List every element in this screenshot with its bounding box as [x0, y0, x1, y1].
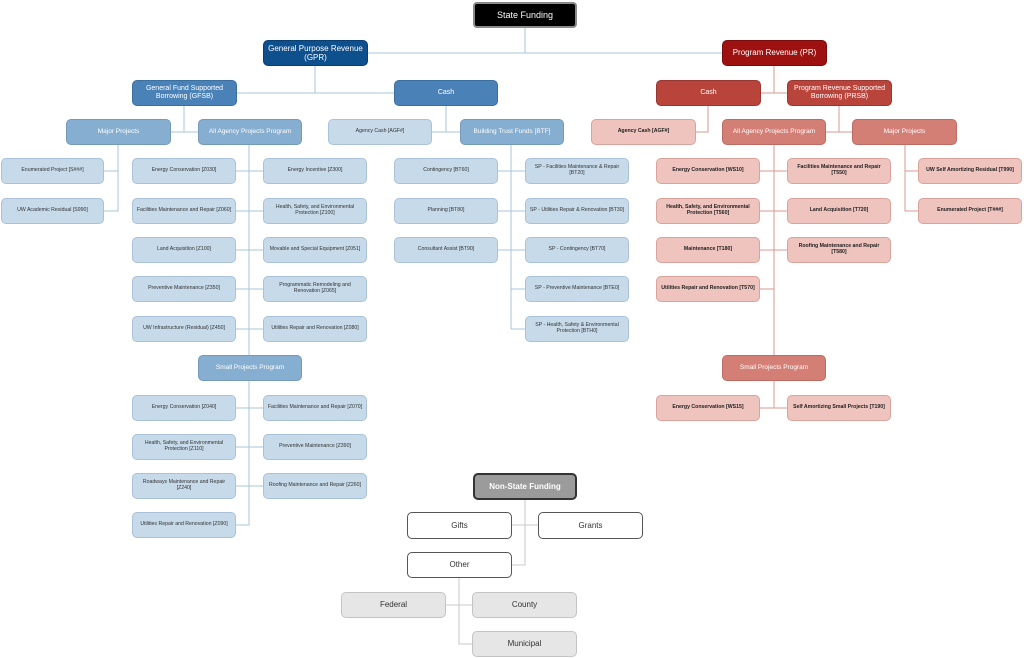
pr-agency-cash-node[interactable]: Agency Cash [AGF#]: [591, 119, 696, 145]
btf-item[interactable]: SP - Contingency [BT70]: [525, 237, 629, 263]
gpr-major-projects-node[interactable]: Major Projects: [66, 119, 171, 145]
gpr-cash-node[interactable]: Cash: [394, 80, 498, 106]
pr-node[interactable]: Program Revenue (PR): [722, 40, 827, 66]
pr-small-item[interactable]: Self Amortizing Small Projects [T190]: [787, 395, 891, 421]
gpr-all-agency-item[interactable]: Utilities Repair and Renovation [Z080]: [263, 316, 367, 342]
other-node[interactable]: Other: [407, 552, 512, 578]
pr-small-item[interactable]: Energy Conservation [WS15]: [656, 395, 760, 421]
pr-small-projects-node[interactable]: Small Projects Program: [722, 355, 826, 381]
gpr-all-agency-item[interactable]: Facilities Maintenance and Repair [Z060]: [132, 198, 236, 224]
grants-node[interactable]: Grants: [538, 512, 643, 539]
gpr-all-agency-item[interactable]: Programmatic Remodeling and Renovation […: [263, 276, 367, 302]
btf-item[interactable]: SP - Utilities Repair & Renovation [BT30…: [525, 198, 629, 224]
btf-item[interactable]: Contingency [BT60]: [394, 158, 498, 184]
pr-major-item[interactable]: Enumerated Project [T###]: [918, 198, 1022, 224]
btf-item[interactable]: SP - Health, Safety & Environmental Prot…: [525, 316, 629, 342]
btf-item[interactable]: SP - Preventive Maintenance [BTE0]: [525, 276, 629, 302]
gpr-small-item[interactable]: Health, Safety, and Environmental Protec…: [132, 434, 236, 460]
gpr-all-agency-item[interactable]: Energy Conservation [Z030]: [132, 158, 236, 184]
pr-all-agency-item[interactable]: Utilities Repair and Renovation [T570]: [656, 276, 760, 302]
pr-all-agency-item[interactable]: Energy Conservation [WS10]: [656, 158, 760, 184]
county-node[interactable]: County: [472, 592, 577, 618]
gpr-small-item[interactable]: Preventive Maintenance [Z390]: [263, 434, 367, 460]
gpr-small-item[interactable]: Roadways Maintenance and Repair [Z240]: [132, 473, 236, 499]
gpr-small-projects-node[interactable]: Small Projects Program: [198, 355, 302, 381]
pr-major-item[interactable]: UW Self Amortizing Residual [T990]: [918, 158, 1022, 184]
pr-all-agency-item[interactable]: Health, Safety, and Environmental Protec…: [656, 198, 760, 224]
pr-all-agency-node[interactable]: All Agency Projects Program: [722, 119, 826, 145]
prsb-node[interactable]: Program Revenue Supported Borrowing (PRS…: [787, 80, 892, 106]
gfsb-node[interactable]: General Fund Supported Borrowing (GFSB): [132, 80, 237, 106]
gpr-all-agency-item[interactable]: Preventive Maintenance [Z350]: [132, 276, 236, 302]
pr-cash-node[interactable]: Cash: [656, 80, 761, 106]
gpr-small-item[interactable]: Facilities Maintenance and Repair [Z070]: [263, 395, 367, 421]
gpr-agency-cash-node[interactable]: Agency Cash [AGF#]: [328, 119, 432, 145]
gpr-small-item[interactable]: Energy Conservation [Z040]: [132, 395, 236, 421]
gpr-major-item[interactable]: UW Academic Residual [S990]: [1, 198, 104, 224]
gpr-small-item[interactable]: Roofing Maintenance and Repair [Z260]: [263, 473, 367, 499]
pr-all-agency-item[interactable]: Facilities Maintenance and Repair [T550]: [787, 158, 891, 184]
gpr-small-item[interactable]: Utilities Repair and Renovation [Z090]: [132, 512, 236, 538]
gpr-node[interactable]: General Purpose Revenue (GPR): [263, 40, 368, 66]
pr-all-agency-item[interactable]: Roofing Maintenance and Repair [T580]: [787, 237, 891, 263]
municipal-node[interactable]: Municipal: [472, 631, 577, 657]
non-state-funding-node[interactable]: Non-State Funding: [473, 473, 577, 500]
btf-item[interactable]: Consultant Assist [BT90]: [394, 237, 498, 263]
gpr-all-agency-node[interactable]: All Agency Projects Program: [198, 119, 302, 145]
gpr-all-agency-item[interactable]: Land Acquisition [Z100]: [132, 237, 236, 263]
btf-item[interactable]: Planning [BT80]: [394, 198, 498, 224]
gpr-all-agency-item[interactable]: Health, Safety, and Environmental Protec…: [263, 198, 367, 224]
gpr-all-agency-item[interactable]: UW Infrastructure (Residual) [Z450]: [132, 316, 236, 342]
state-funding-node[interactable]: State Funding: [473, 2, 577, 28]
federal-node[interactable]: Federal: [341, 592, 446, 618]
gpr-major-item[interactable]: Enumerated Project [S###]: [1, 158, 104, 184]
pr-all-agency-item[interactable]: Maintenance [T180]: [656, 237, 760, 263]
btf-item[interactable]: SP - Facilities Maintenance & Repair [BT…: [525, 158, 629, 184]
btf-node[interactable]: Building Trust Funds [BTF]: [460, 119, 564, 145]
gpr-all-agency-item[interactable]: Energy Incentive [Z300]: [263, 158, 367, 184]
pr-all-agency-item[interactable]: Land Acquisition [T720]: [787, 198, 891, 224]
gifts-node[interactable]: Gifts: [407, 512, 512, 539]
pr-major-projects-node[interactable]: Major Projects: [852, 119, 957, 145]
gpr-all-agency-item[interactable]: Movable and Special Equipment [Z051]: [263, 237, 367, 263]
